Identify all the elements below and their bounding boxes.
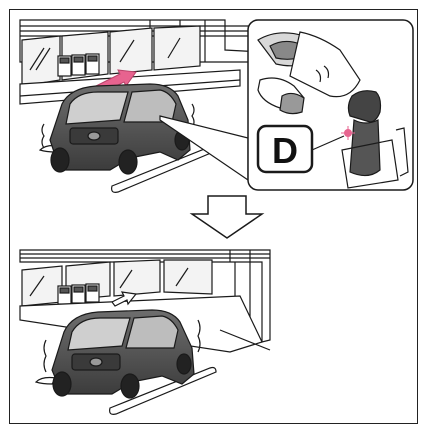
inset-callout: D <box>248 20 413 190</box>
gear-indicator-badge: D <box>258 126 312 172</box>
top-scene: D <box>20 20 413 192</box>
gear-indicator-text: D <box>272 130 298 171</box>
down-arrow-icon <box>192 196 262 238</box>
bottom-scene <box>20 250 270 414</box>
